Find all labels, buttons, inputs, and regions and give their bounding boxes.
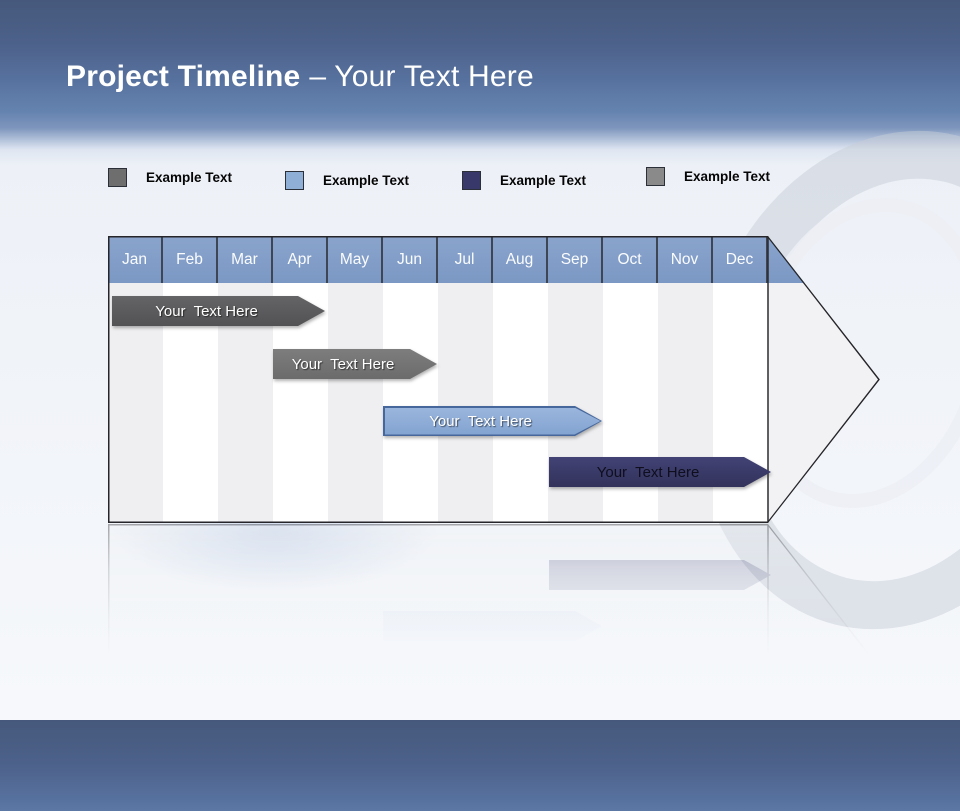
month-cell-feb: Feb bbox=[163, 236, 218, 283]
column-stripe-sep bbox=[548, 283, 603, 523]
month-cell-mar: Mar bbox=[218, 236, 273, 283]
slide-title-bold: Project Timeline bbox=[66, 60, 301, 93]
timeline-reflection-outline bbox=[108, 524, 880, 811]
month-cell-jun: Jun bbox=[383, 236, 438, 283]
legend-label: Example Text bbox=[500, 173, 587, 188]
timeline-reflection-shape bbox=[108, 524, 880, 811]
task-bar-1: Your Text Here bbox=[112, 296, 325, 326]
task-bar-label: Your Text Here bbox=[596, 463, 700, 481]
legend-item-1: Example Text bbox=[108, 168, 232, 187]
column-stripe-jul bbox=[438, 283, 493, 523]
month-cell-apr: Apr bbox=[273, 236, 328, 283]
legend-swatch-dark-gray bbox=[108, 168, 127, 187]
legend-label: Example Text bbox=[323, 173, 410, 188]
timeline-reflection-inner bbox=[108, 524, 880, 811]
slide: { "slide": { "title": { "bold": "Project… bbox=[0, 0, 960, 720]
task-bar-4: Your Text Here bbox=[549, 457, 771, 487]
slide-title-regular: – Your Text Here bbox=[309, 60, 534, 93]
column-stripe-jun bbox=[383, 283, 438, 523]
legend-swatch-light-blue bbox=[285, 171, 304, 190]
task-bar-4-shape: Your Text Here bbox=[549, 457, 771, 487]
month-cell-aug: Aug bbox=[493, 236, 548, 283]
month-cell-sep: Sep bbox=[548, 236, 603, 283]
column-stripe-oct bbox=[603, 283, 658, 523]
task-bar-label: Your Text Here bbox=[291, 355, 395, 373]
column-stripe-aug bbox=[493, 283, 548, 523]
legend-label: Example Text bbox=[684, 169, 771, 184]
legend-item-4: Example Text bbox=[646, 167, 770, 186]
column-stripe-may bbox=[328, 283, 383, 523]
column-stripe-nov bbox=[658, 283, 713, 523]
task-bar-2-shape: Your Text Here bbox=[273, 349, 437, 379]
slide-title: Project Timeline– Your Text Here bbox=[66, 60, 534, 94]
timeline-arrow: Jan Feb Mar Apr May Jun Jul Aug Sep Oct … bbox=[108, 236, 880, 523]
task-bar-label: Your Text Here bbox=[429, 412, 532, 430]
task-bar-3-fill: Your Text Here bbox=[385, 408, 601, 435]
month-cell-nov: Nov bbox=[658, 236, 713, 283]
month-header-row: Jan Feb Mar Apr May Jun Jul Aug Sep Oct … bbox=[108, 236, 768, 283]
month-cell-dec: Dec bbox=[713, 236, 768, 283]
month-cell-jan: Jan bbox=[108, 236, 163, 283]
task-bar-1-shape: Your Text Here bbox=[112, 296, 325, 326]
column-stripe-dec bbox=[713, 283, 768, 523]
legend-swatch-navy bbox=[462, 171, 481, 190]
month-cell-jul: Jul bbox=[438, 236, 493, 283]
legend-item-3: Example Text bbox=[462, 171, 586, 190]
timeline-reflection bbox=[108, 524, 880, 811]
task-bar-2: Your Text Here bbox=[273, 349, 437, 379]
task-bar-label: Your Text Here bbox=[155, 302, 258, 320]
legend-item-2: Example Text bbox=[285, 171, 409, 190]
task-bar-3-shape: Your Text Here bbox=[383, 406, 602, 436]
legend-label: Example Text bbox=[146, 170, 233, 185]
month-cell-may: May bbox=[328, 236, 383, 283]
legend-swatch-gray bbox=[646, 167, 665, 186]
month-cell-oct: Oct bbox=[603, 236, 658, 283]
task-bar-3: Your Text Here bbox=[383, 406, 602, 436]
